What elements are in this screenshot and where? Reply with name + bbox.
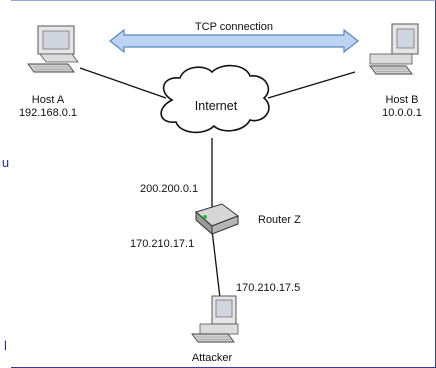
router-icon: [194, 203, 240, 236]
attacker-name: Attacker: [191, 352, 233, 364]
attacker-ip: 170.210.17.5: [236, 282, 301, 294]
internet-cloud-icon: [160, 64, 270, 134]
host-b-ip: 10.0.0.1: [382, 107, 422, 119]
side-glyph-bottom: l: [4, 338, 7, 353]
router-ip-top: 200.200.0.1: [140, 183, 199, 195]
host-b-computer-icon: [369, 23, 419, 75]
host-a-ip: 192.168.0.1: [18, 107, 78, 119]
attacker-computer-icon: [191, 295, 239, 343]
router-ip-bottom: 170.210.17.1: [130, 238, 195, 250]
link-host-a-internet: [79, 67, 167, 99]
side-glyph-top: u: [1, 155, 10, 170]
link-host-b-internet: [267, 71, 356, 99]
host-a-computer-icon: [27, 25, 79, 73]
host-b-name: Host B: [385, 94, 419, 106]
link-router-attacker: [211, 229, 221, 299]
router-name: Router Z: [258, 214, 301, 226]
internet-label: Internet: [194, 99, 238, 113]
host-a-name: Host A: [31, 94, 65, 106]
tcp-connection-label: TCP connection: [194, 21, 274, 33]
tcp-connection-arrow: [109, 28, 359, 54]
